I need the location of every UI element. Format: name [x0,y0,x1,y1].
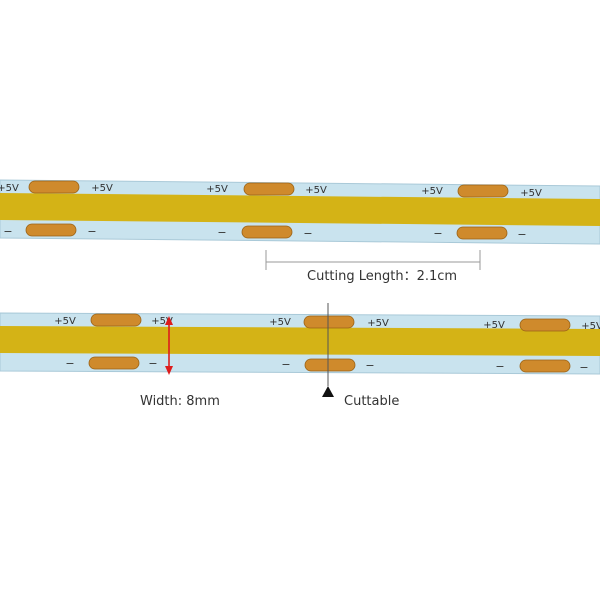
strip-1-minus-label-5: − [433,227,442,240]
strip-1-plus-label-2: +5V [91,183,113,194]
strip-2-top-pad-2 [303,315,355,329]
strip-2-plus-label-5: +5V [483,320,505,331]
strip-1-plus-label-1: +5V [0,183,19,194]
strip-2-minus-label-5: − [495,360,504,373]
strip-1-cob-band [0,193,600,226]
strip-2-plus-label-3: +5V [269,317,291,328]
strip-2-minus-label-3: − [281,358,290,371]
strip-1-plus-label-5: +5V [421,186,443,197]
strip-2-minus-label-1: − [65,357,74,370]
strip-1-bottom-pad-3 [456,226,508,240]
strip-2-top-pad-1 [90,313,142,327]
strip-1-plus-label-3: +5V [206,184,228,195]
cutting-length-label: Cutting Length：2.1cm [307,269,458,284]
strip-1-minus-label-3: − [217,226,226,239]
strip-1-minus-label-6: − [517,228,526,241]
strip-1-plus-label-4: +5V [305,185,327,196]
strip-2-plus-label-6: +5V [581,321,600,332]
strip-2-minus-label-6: − [579,361,588,374]
strip-1-minus-label-4: − [303,227,312,240]
strip-2-bottom-pad-3 [519,359,571,373]
triangle-up-icon [322,386,334,397]
width-label: Width: 8mm [140,394,220,409]
strip-1-plus-label-6: +5V [520,188,542,199]
strip-1-bottom-pad-1 [25,223,77,237]
strip-2-top-pad-3 [519,318,571,332]
strip-2-bottom-pad-1 [88,356,140,370]
strip-2-minus-label-4: − [365,359,374,372]
width-arrow-head-bottom [165,366,173,375]
strip-1-top-pad-2 [243,182,295,196]
strip-1-minus-label-1: − [3,225,12,238]
width-arrow-head-top [165,316,173,325]
cuttable-label: Cuttable [344,394,400,409]
strip-2-cob-band [0,326,600,356]
strip-1-bottom-pad-2 [241,225,293,239]
strip-2-minus-label-2: − [148,357,157,370]
strip-2-plus-label-4: +5V [367,318,389,329]
strip-1-top-pad-3 [457,184,509,198]
strip-2-bottom-pad-2 [304,358,356,372]
strip-2-plus-label-1: +5V [54,316,76,327]
strip-1-minus-label-2: − [87,225,96,238]
strip-1-top-pad-1 [28,180,80,194]
strip-2-plus-label-2: +5V [151,316,173,327]
